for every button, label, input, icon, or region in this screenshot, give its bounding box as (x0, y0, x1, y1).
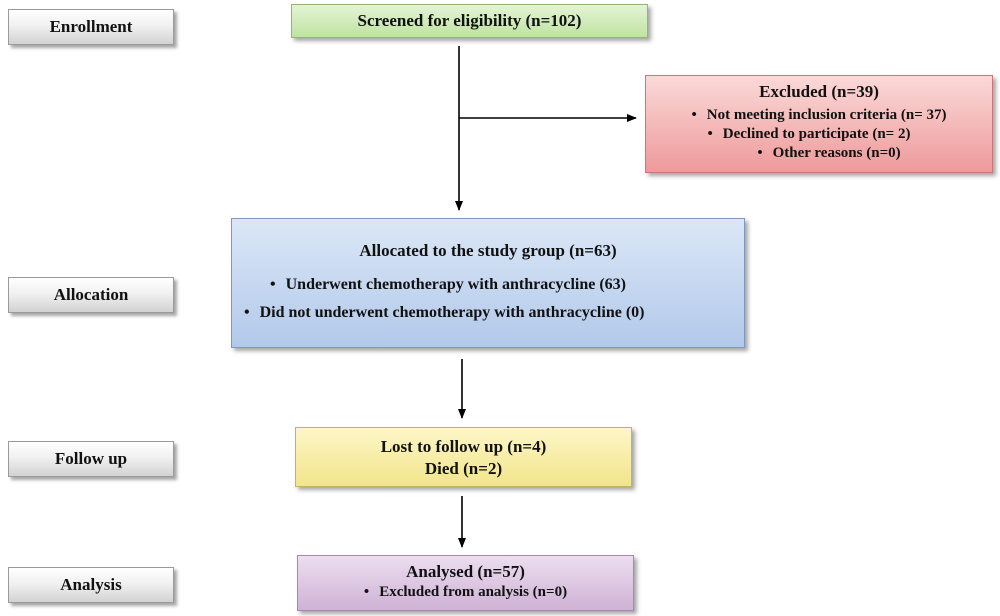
bullet-icon: • (363, 584, 370, 600)
stage-label-allocation: Allocation (8, 277, 174, 313)
excluded-box: Excluded (n=39) • Not meeting inclusion c… (645, 75, 993, 173)
bullet-icon: • (244, 304, 250, 321)
list-item-text: Not meeting inclusion criteria (n= 37) (706, 107, 947, 123)
bullet-icon: • (270, 276, 276, 293)
screened-title: Screened for eligibility (n=102) (357, 11, 582, 30)
analysed-box: Analysed (n=57) • Excluded from analysis … (297, 555, 634, 611)
follow-up-line: Died (n=2) (424, 459, 503, 478)
analysed-list: • Excluded from analysis (n=0) (298, 582, 633, 602)
follow-up-line: Lost to follow up (n=4) (380, 437, 547, 456)
list-item-text: Excluded from analysis (n=0) (379, 584, 568, 600)
allocated-list: • Underwent chemotherapy with anthracycli… (232, 271, 744, 327)
list-item: • Did not underwent chemotherapy with ant… (232, 299, 744, 327)
allocated-title: Allocated to the study group (n=63) (359, 241, 617, 260)
bullet-icon: • (707, 126, 713, 142)
list-item: • Declined to participate (n= 2) (646, 125, 992, 144)
follow-up-box: Lost to follow up (n=4) Died (n=2) (295, 427, 632, 487)
list-item: • Underwent chemotherapy with anthracycli… (232, 271, 744, 299)
allocated-box: Allocated to the study group (n=63) • Und… (231, 218, 745, 348)
analysed-title: Analysed (n=57) (406, 562, 525, 581)
list-item-text: Underwent chemotherapy with anthracyclin… (285, 276, 627, 293)
screened-box: Screened for eligibility (n=102) (291, 4, 648, 38)
bullet-icon: • (757, 145, 763, 161)
excluded-list: •Not meeting inclusion criteria (n= 37) … (646, 106, 992, 163)
list-item-text: Did not underwent chemotherapy with anth… (259, 304, 645, 321)
list-item: • Excluded from analysis (n=0) (298, 582, 633, 602)
list-item-text: Other reasons (n=0) (772, 145, 901, 161)
excluded-title: Excluded (n=39) (759, 82, 879, 101)
stage-label-follow-up: Follow up (8, 441, 174, 477)
stage-label-analysis: Analysis (8, 567, 174, 603)
list-item: • Other reasons (n=0) (646, 144, 992, 163)
list-item-text: Declined to participate (n= 2) (722, 126, 911, 142)
bullet-icon: • (691, 107, 697, 123)
stage-label-enrollment: Enrollment (8, 9, 174, 45)
list-item: • Not meeting inclusion criteria (n= 37) (646, 106, 992, 125)
